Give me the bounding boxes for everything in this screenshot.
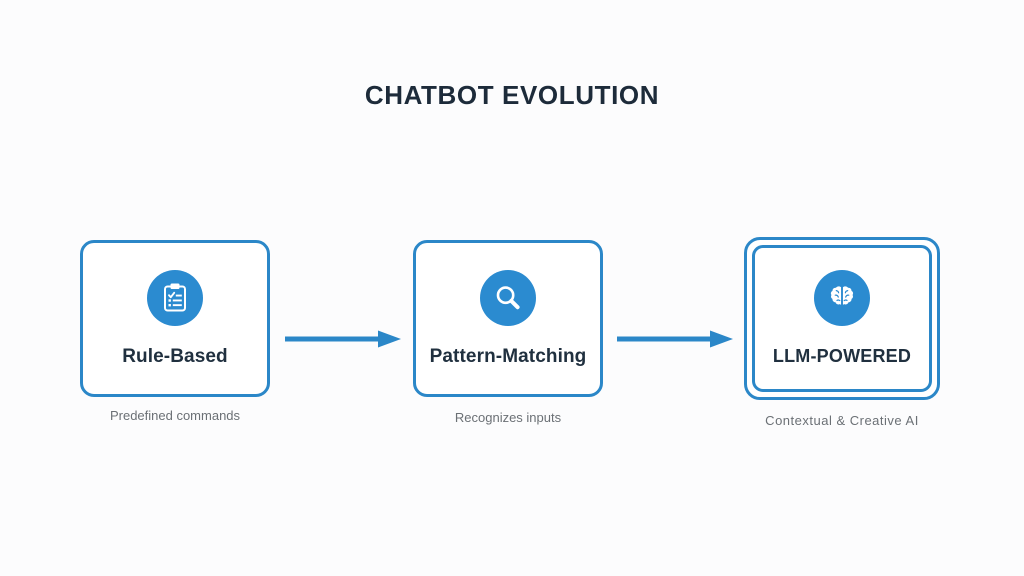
stage-label: LLM-POWERED <box>772 346 912 366</box>
stage-card[interactable]: Pattern-Matching <box>413 240 603 397</box>
stage-label: Pattern-Matching <box>429 345 587 367</box>
stage-label: Rule-Based <box>122 345 228 367</box>
arrow-stage2-to-stage3 <box>617 328 735 350</box>
stage-llm-powered[interactable]: LLM-POWERED Contextual & Creative AI <box>744 237 940 428</box>
evolution-flow-diagram: Rule-Based Predefined commands Pattern-M… <box>0 237 1024 450</box>
stage-card[interactable]: Rule-Based <box>80 240 270 397</box>
stage-pattern-matching[interactable]: Pattern-Matching Recognizes inputs <box>413 240 603 425</box>
brain-icon <box>814 270 870 326</box>
stage-caption: Recognizes inputs <box>454 410 562 425</box>
stage-caption: Contextual & Creative AI <box>765 413 919 428</box>
arrow-stage1-to-stage2 <box>285 328 403 350</box>
stage-card[interactable]: LLM-POWERED <box>744 237 940 400</box>
stage-rule-based[interactable]: Rule-Based Predefined commands <box>80 240 270 423</box>
clipboard-checklist-icon <box>147 269 203 326</box>
stage-caption: Predefined commands <box>109 408 241 423</box>
magnifying-glass-icon <box>480 269 536 326</box>
page-title: CHATBOT EVOLUTION <box>364 80 660 110</box>
